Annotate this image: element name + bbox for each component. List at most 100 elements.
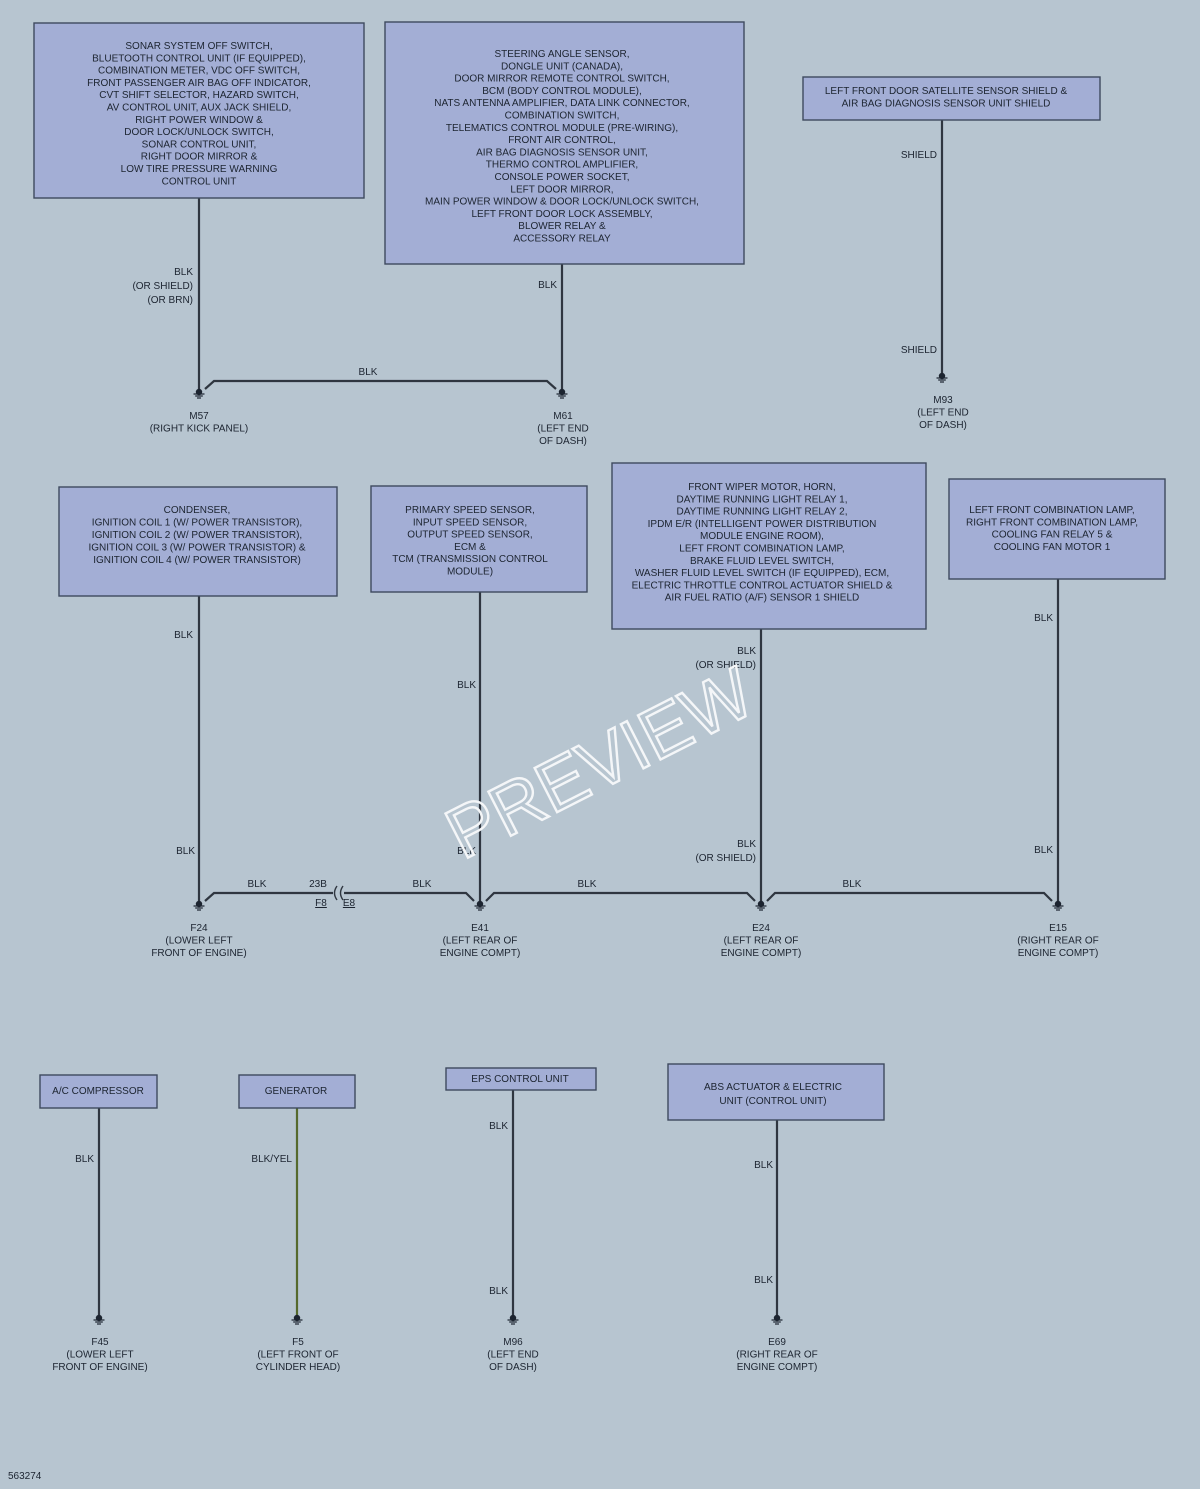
text-line: (RIGHT REAR OF (1017, 936, 1098, 947)
text-line: STEERING ANGLE SENSOR, (494, 49, 629, 60)
box-3-text: LEFT FRONT DOOR SATELLITE SENSOR SHIELD … (825, 86, 1068, 109)
wire-label-e69-lower: BLK (754, 1275, 773, 1286)
text-line: BCM (BODY CONTROL MODULE), (482, 86, 641, 97)
text-line: LEFT FRONT DOOR SATELLITE SENSOR SHIELD … (825, 86, 1068, 97)
text-line: BLK (174, 630, 193, 641)
ground-icon (771, 1314, 783, 1325)
connector-e8: E8 (343, 898, 356, 909)
text-line: F45 (91, 1337, 109, 1348)
text-line: CVT SHIFT SELECTOR, HAZARD SWITCH, (99, 90, 298, 101)
text-line: MAIN POWER WINDOW & DOOR LOCK/UNLOCK SWI… (425, 197, 699, 208)
box-8-text: A/C COMPRESSOR (52, 1086, 144, 1097)
text-line: IGNITION COIL 4 (W/ POWER TRANSISTOR) (93, 555, 301, 566)
box-2-text: STEERING ANGLE SENSOR,DONGLE UNIT (CANAD… (425, 49, 699, 245)
connector-pin: 23B (309, 879, 327, 890)
ground-icon (193, 900, 205, 911)
text-line: COMBINATION METER, VDC OFF SWITCH, (98, 66, 300, 77)
text-line: ENGINE COMPT) (721, 948, 802, 959)
wire-label-m57: BLK(OR SHIELD)(OR BRN) (132, 267, 193, 306)
text-line: (OR SHIELD) (695, 660, 756, 671)
wire-label-f24-upper: BLK (174, 630, 193, 641)
text-line: BLK (843, 879, 862, 890)
wire-label-f5: BLK/YEL (251, 1154, 292, 1165)
text-line: (LOWER LEFT (66, 1350, 133, 1361)
wire-label-m61: BLK (538, 280, 557, 291)
wire-label-m93-upper: SHIELD (901, 150, 937, 161)
wires-bottom (97, 1090, 779, 1318)
text-line: TCM (TRANSMISSION CONTROL (392, 554, 548, 565)
box-1-text: SONAR SYSTEM OFF SWITCH,BLUETOOTH CONTRO… (87, 41, 311, 187)
text-line: BLK (248, 879, 267, 890)
text-line: AIR BAG DIAGNOSIS SENSOR UNIT SHIELD (842, 98, 1051, 109)
text-line: BLK (737, 646, 756, 657)
text-line: RIGHT POWER WINDOW & (135, 115, 263, 126)
ground-icon (1052, 900, 1064, 911)
text-line: (OR SHIELD) (132, 281, 193, 292)
text-line: LEFT DOOR MIRROR, (510, 184, 613, 195)
ground-icon (93, 1314, 105, 1325)
component-box-6: FRONT WIPER MOTOR, HORN,DAYTIME RUNNING … (611, 462, 927, 630)
wire-connector-e41 (344, 891, 475, 902)
text-line: BLUETOOTH CONTROL UNIT (IF EQUIPPED), (92, 53, 306, 64)
text-line: WASHER FLUID LEVEL SWITCH (IF EQUIPPED),… (635, 568, 889, 579)
text-line: (LOWER LEFT (165, 936, 232, 947)
wire-label-m96-upper: BLK (489, 1121, 508, 1132)
component-box-7: LEFT FRONT COMBINATION LAMP,RIGHT FRONT … (948, 478, 1166, 580)
text-line: BLK (578, 879, 597, 890)
ground-icon (507, 1314, 519, 1325)
text-line: IGNITION COIL 1 (W/ POWER TRANSISTOR), (92, 518, 302, 529)
text-line: ACCESSORY RELAY (513, 234, 611, 245)
text-line: BLK (457, 846, 476, 857)
text-line: M57 (189, 411, 209, 422)
text-line: M96 (503, 1337, 523, 1348)
text-line: GENERATOR (265, 1086, 327, 1097)
text-line: (OR BRN) (147, 295, 193, 306)
text-line: F24 (190, 923, 208, 934)
ground-icon (193, 388, 205, 399)
text-line: CONSOLE POWER SOCKET, (494, 172, 629, 183)
text-line: FRONT AIR CONTROL, (508, 135, 616, 146)
text-line: LEFT FRONT COMBINATION LAMP, (679, 544, 844, 555)
text-line: AV CONTROL UNIT, AUX JACK SHIELD, (107, 103, 291, 114)
component-box-1: SONAR SYSTEM OFF SWITCH,BLUETOOTH CONTRO… (33, 22, 365, 199)
text-line: INPUT SPEED SENSOR, (413, 517, 527, 528)
wire-label-e24-upper: BLK (OR SHIELD) (695, 646, 756, 671)
text-line: BLOWER RELAY & (518, 221, 606, 232)
text-line: COOLING FAN MOTOR 1 (994, 542, 1111, 553)
text-line: (LEFT REAR OF (724, 936, 799, 947)
wire-e41-e24 (485, 891, 756, 902)
text-line: BLK (754, 1160, 773, 1171)
text-line: PRIMARY SPEED SENSOR, (405, 505, 535, 516)
text-line: M61 (553, 411, 573, 422)
ground-icon (755, 900, 767, 911)
text-line: ABS ACTUATOR & ELECTRIC (704, 1082, 842, 1093)
wire-label-m93-lower: SHIELD (901, 345, 937, 356)
text-line: (LEFT END (537, 424, 589, 435)
wire-label-m96-lower: BLK (489, 1286, 508, 1297)
text-line: BLK (359, 367, 378, 378)
connector-f8: F8 (315, 898, 327, 909)
text-line: E41 (471, 923, 489, 934)
text-line: M93 (933, 395, 953, 406)
wire-label-f45: BLK (75, 1154, 94, 1165)
text-line: E69 (768, 1337, 786, 1348)
text-line: FRONT OF ENGINE) (52, 1362, 147, 1373)
text-line: TELEMATICS CONTROL MODULE (PRE-WIRING), (446, 123, 678, 134)
text-line: BLK (176, 846, 195, 857)
box-9-text: GENERATOR (265, 1086, 327, 1097)
wire-label-e15-lower: BLK (1034, 845, 1053, 856)
text-line: BLK (413, 879, 432, 890)
text-line: CONTROL UNIT (162, 176, 237, 187)
text-line: FRONT OF ENGINE) (151, 948, 246, 959)
text-line: DAYTIME RUNNING LIGHT RELAY 1, (677, 494, 848, 505)
